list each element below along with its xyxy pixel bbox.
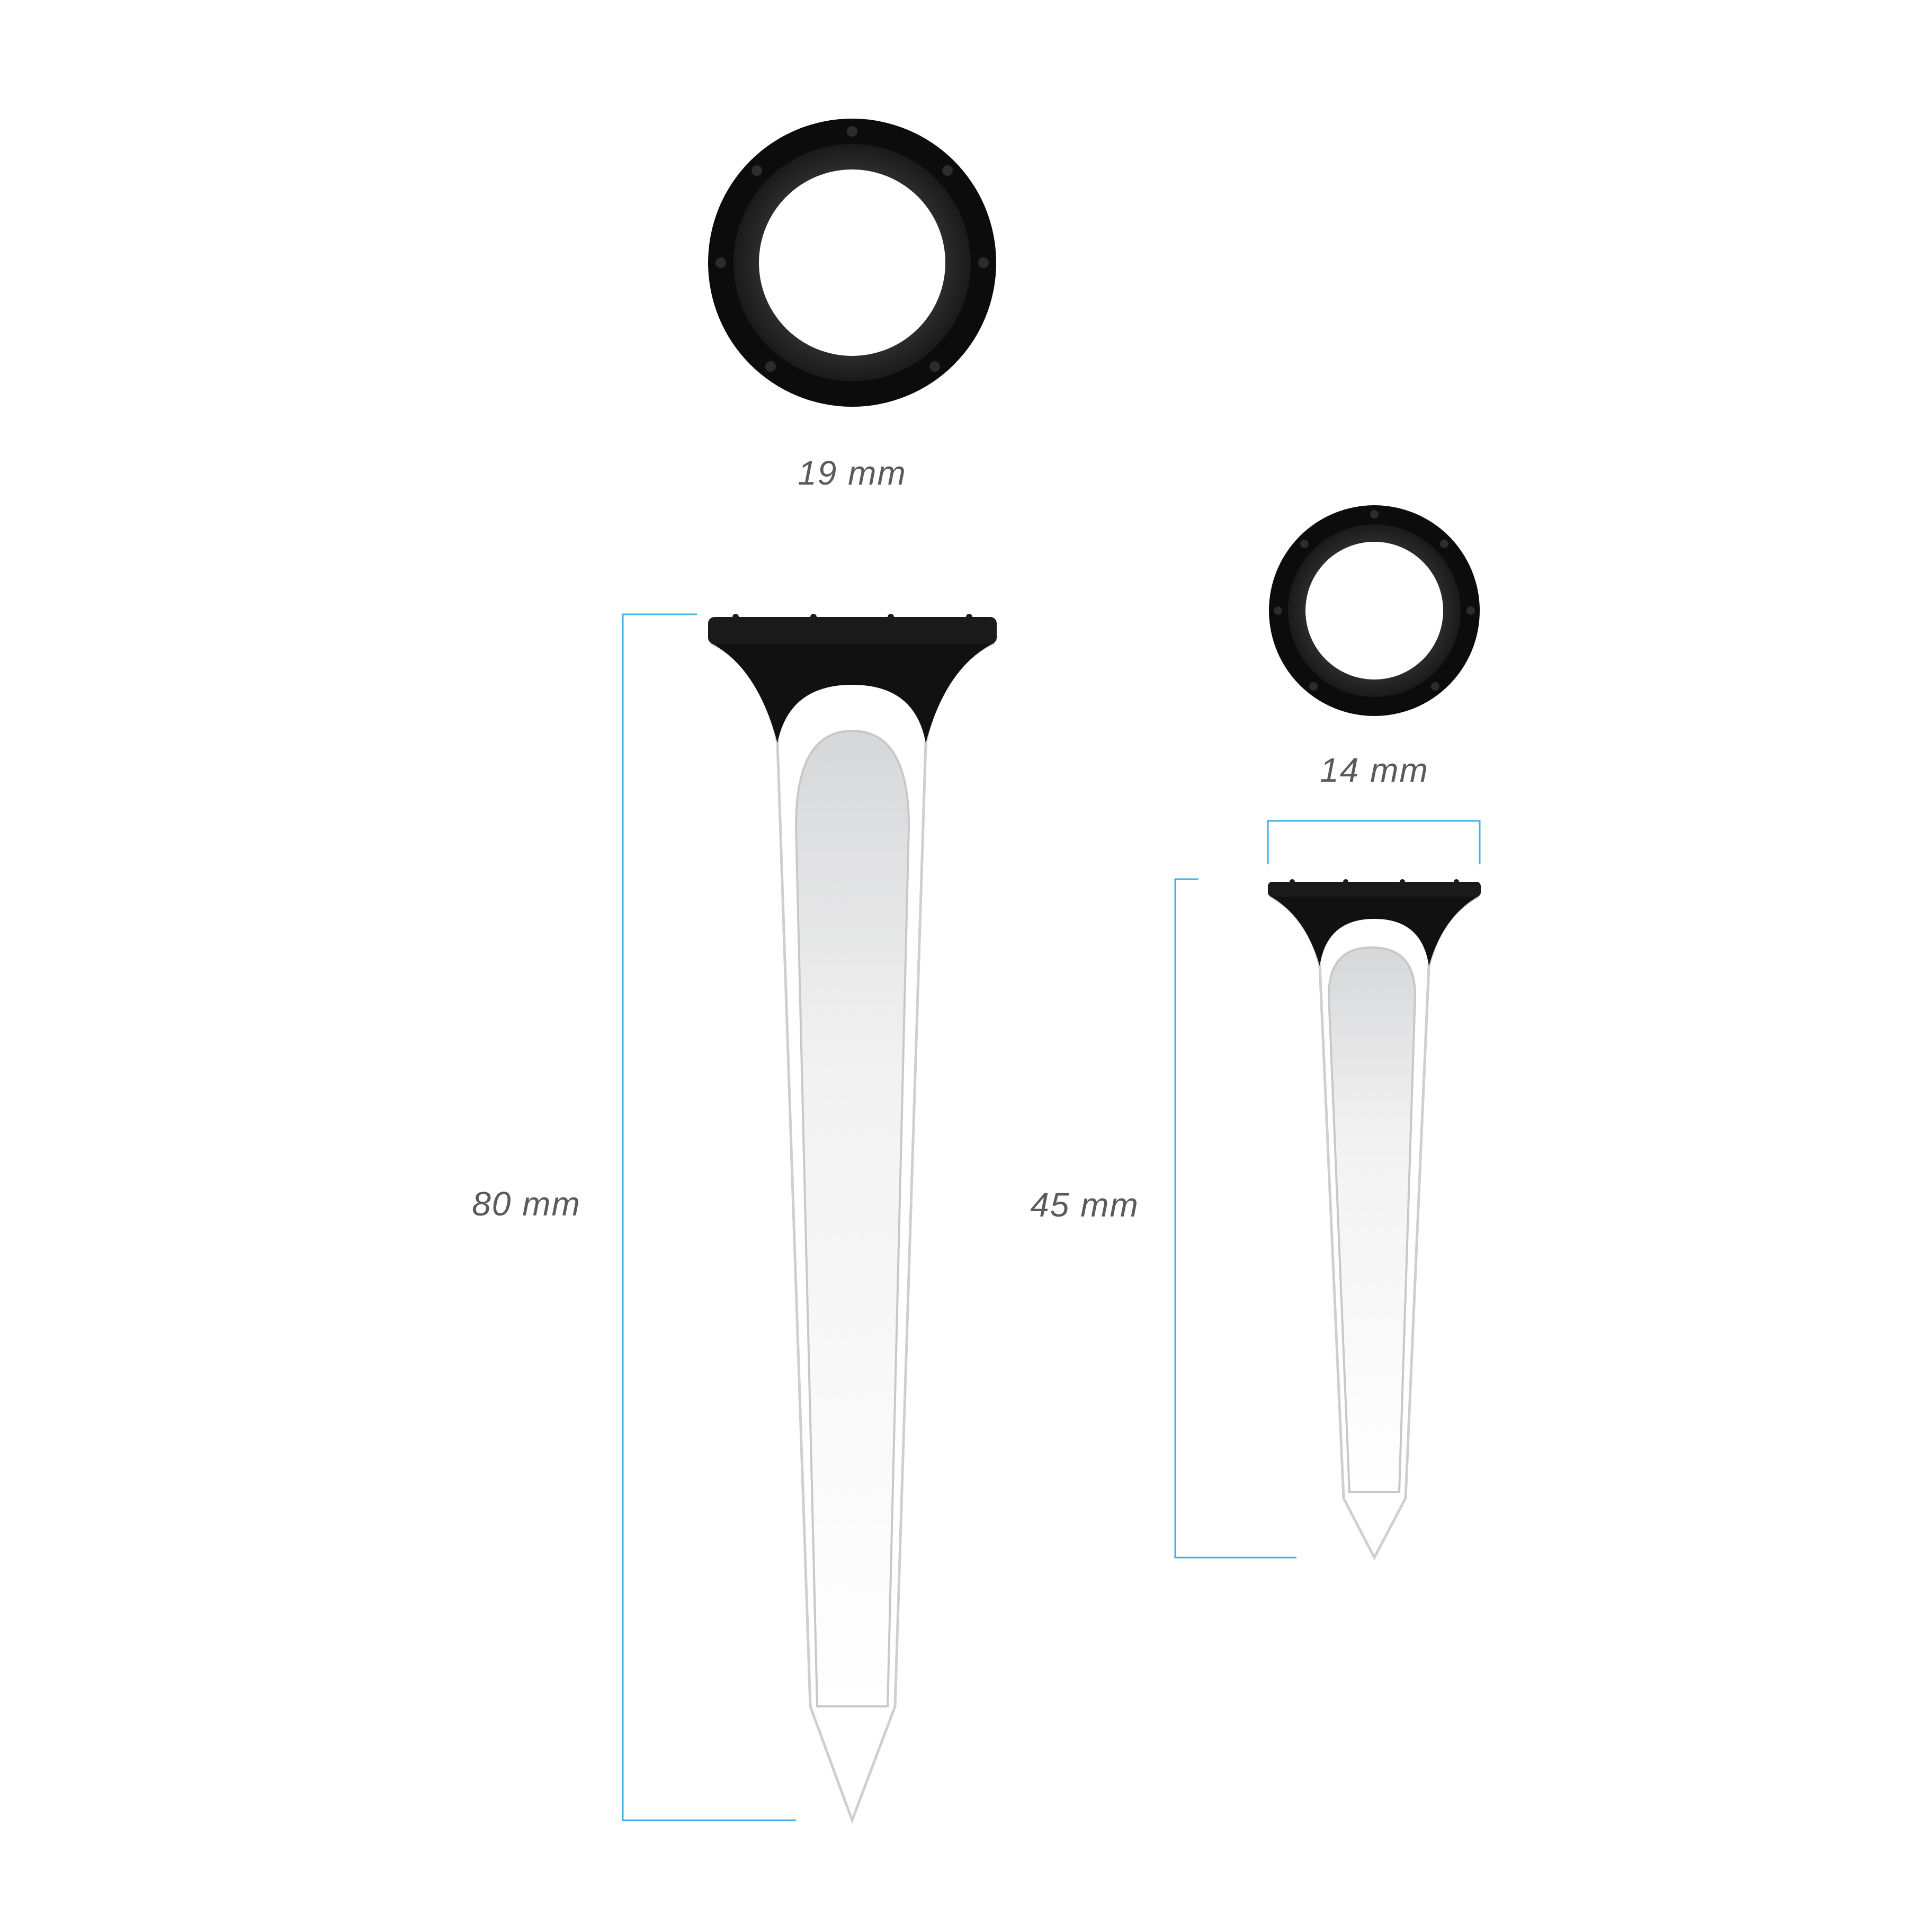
small-head-width-dimension-line [1267,820,1481,864]
small-tee-side-view [1268,879,1481,1561]
large-length-dimension-line [622,613,796,1821]
small-head-diameter-label: 14 mm [1320,751,1429,789]
small-length-dimension-line [1174,878,1296,1559]
large-head-diameter-label: 19 mm [798,454,907,492]
large-tee-top-view [708,119,996,407]
small-length-label: 45 mm [1030,1186,1139,1224]
large-tee-side-view [708,614,997,1824]
large-length-label: 80 mm [472,1185,581,1223]
small-tee-top-view [1269,505,1480,716]
